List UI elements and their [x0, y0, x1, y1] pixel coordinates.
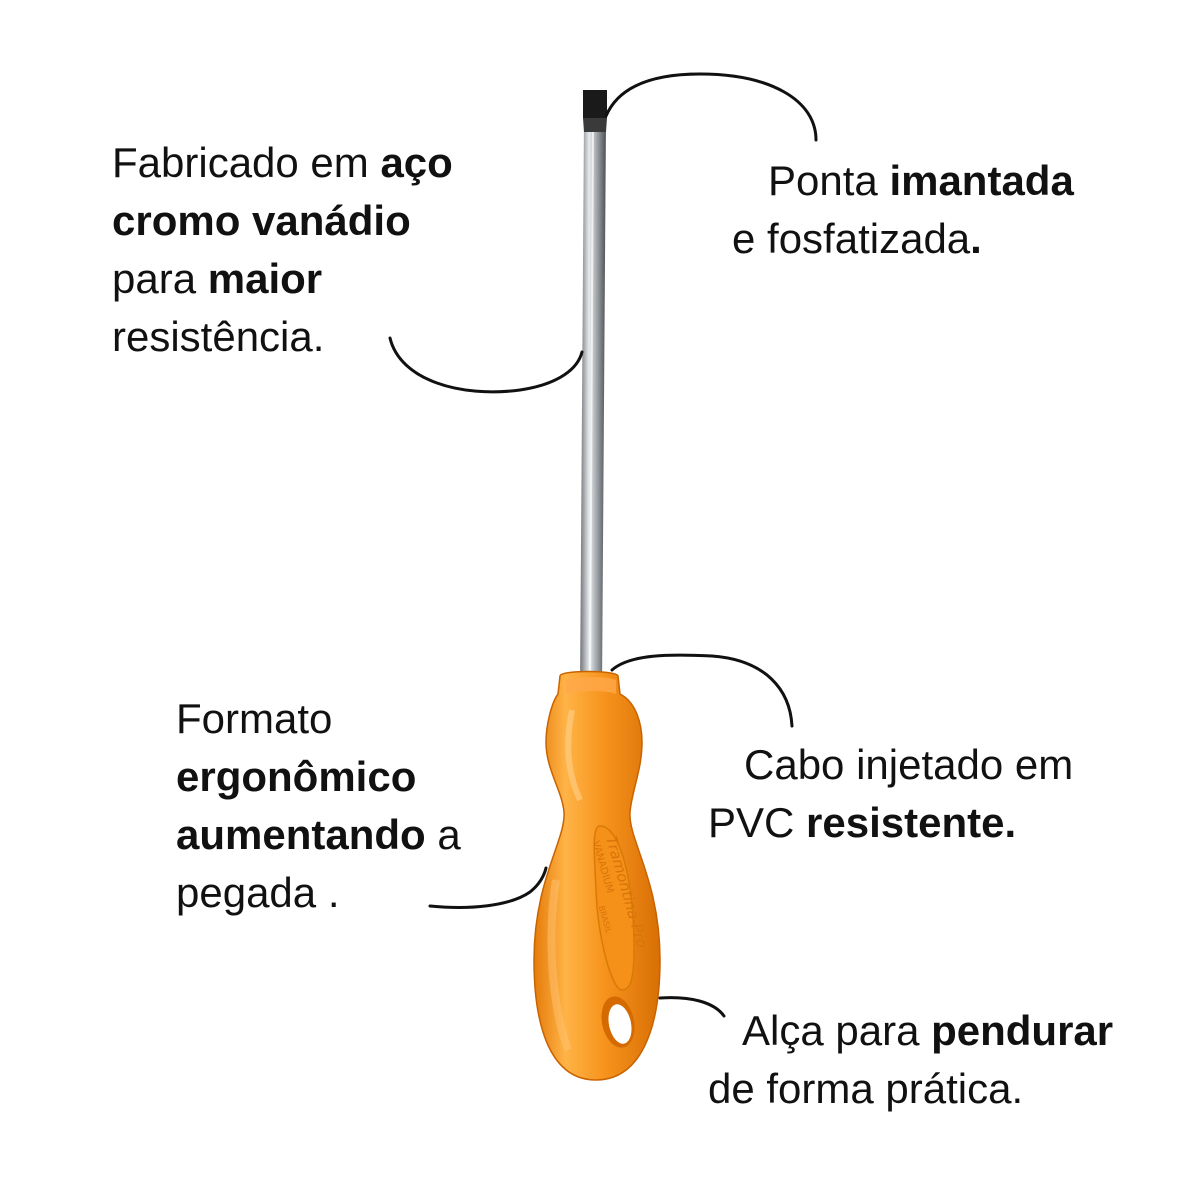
- callout-handle-bold: resistente.: [806, 799, 1017, 846]
- callout-ergonomic-shape: Formato ergonômico aumentando a pegada .: [176, 690, 461, 922]
- callout-steel-text: resistência.: [112, 313, 325, 360]
- callout-steel-bold: cromo vanádio: [112, 197, 411, 244]
- callout-steel-material: Fabricado em aço cromo vanádio para maio…: [112, 134, 453, 366]
- leader-line-hang: [658, 996, 726, 1018]
- callout-ergonomic-text: Formato: [176, 695, 333, 742]
- callout-magnetic-tip: Ponta imantada e fosfatizada.: [732, 152, 1074, 268]
- callout-tip-text: Ponta: [768, 157, 890, 204]
- callout-tip-text: e fosfatizada: [732, 215, 971, 262]
- shaft: [580, 118, 606, 691]
- leader-line-ergonomic: [428, 866, 548, 909]
- callout-tip-bold: .: [970, 215, 982, 262]
- leader-line-handle: [610, 653, 794, 728]
- magnetic-tip: [583, 90, 607, 132]
- callout-ergonomic-text: a: [425, 811, 461, 858]
- handle: [533, 670, 661, 1081]
- leader-line-steel: [388, 336, 584, 394]
- callout-steel-bold: aço: [380, 139, 453, 186]
- callout-hanging-loop: Alça para pendurar de forma prática.: [708, 1002, 1113, 1118]
- callout-hang-bold: pendurar: [931, 1007, 1114, 1054]
- callout-tip-bold: imantada: [889, 157, 1074, 204]
- callout-steel-bold: maior: [207, 255, 323, 302]
- callout-ergonomic-text: pegada .: [176, 869, 340, 916]
- callout-pvc-handle: Cabo injetado em PVC resistente.: [708, 736, 1073, 852]
- callout-handle-text: Cabo injetado em: [744, 741, 1074, 788]
- leader-line-tip: [604, 72, 818, 142]
- callout-handle-text: PVC: [708, 799, 807, 846]
- callout-hang-text: de forma prática.: [708, 1065, 1024, 1112]
- callout-ergonomic-bold: ergonômico: [176, 753, 417, 800]
- callout-ergonomic-bold: aumentando: [176, 811, 426, 858]
- callout-steel-text: Fabricado em: [112, 139, 381, 186]
- callout-steel-text: para: [112, 255, 208, 302]
- callout-hang-text: Alça para: [742, 1007, 932, 1054]
- hanging-hole: [601, 996, 635, 1048]
